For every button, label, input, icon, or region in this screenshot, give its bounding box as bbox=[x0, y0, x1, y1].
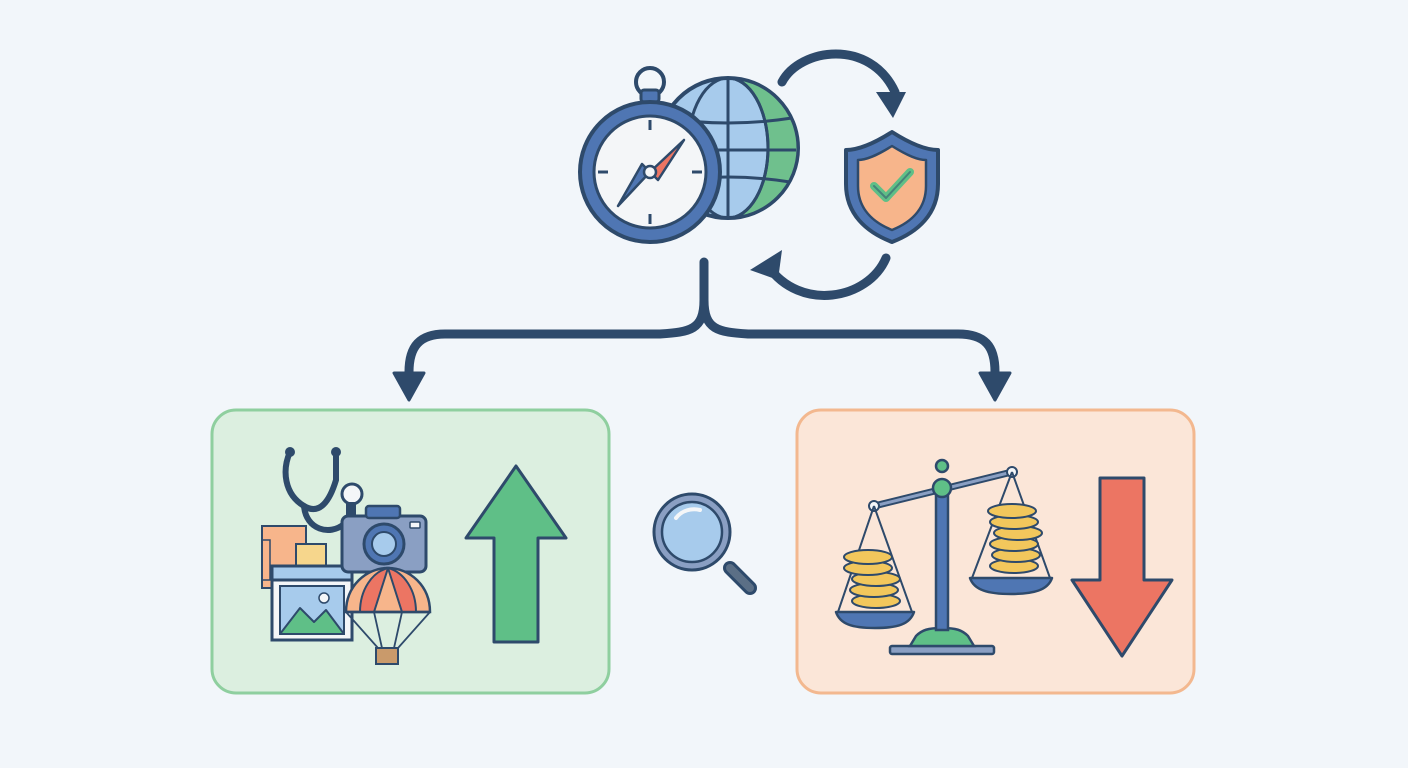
cycle-arrow-top bbox=[777, 49, 906, 118]
balance-scale-icon bbox=[834, 458, 1054, 656]
parachute-icon bbox=[344, 566, 432, 665]
arrowhead-left bbox=[392, 371, 426, 402]
stethoscope-icon bbox=[282, 447, 347, 533]
shield-check-icon bbox=[844, 130, 940, 244]
compass-icon bbox=[578, 66, 722, 244]
right-coin-stack bbox=[987, 503, 1043, 574]
arrowhead-right bbox=[978, 371, 1012, 402]
cycle-arrow-bottom bbox=[750, 250, 891, 300]
coin-stack-icon bbox=[843, 503, 1043, 609]
left-coin-stack bbox=[843, 549, 901, 609]
branch-connector bbox=[392, 257, 1012, 402]
image-window-icon bbox=[270, 564, 354, 642]
analysis-magnifier-icon bbox=[652, 492, 757, 595]
decrease-arrow-icon bbox=[1070, 476, 1174, 658]
increase-arrow-icon bbox=[464, 464, 568, 644]
